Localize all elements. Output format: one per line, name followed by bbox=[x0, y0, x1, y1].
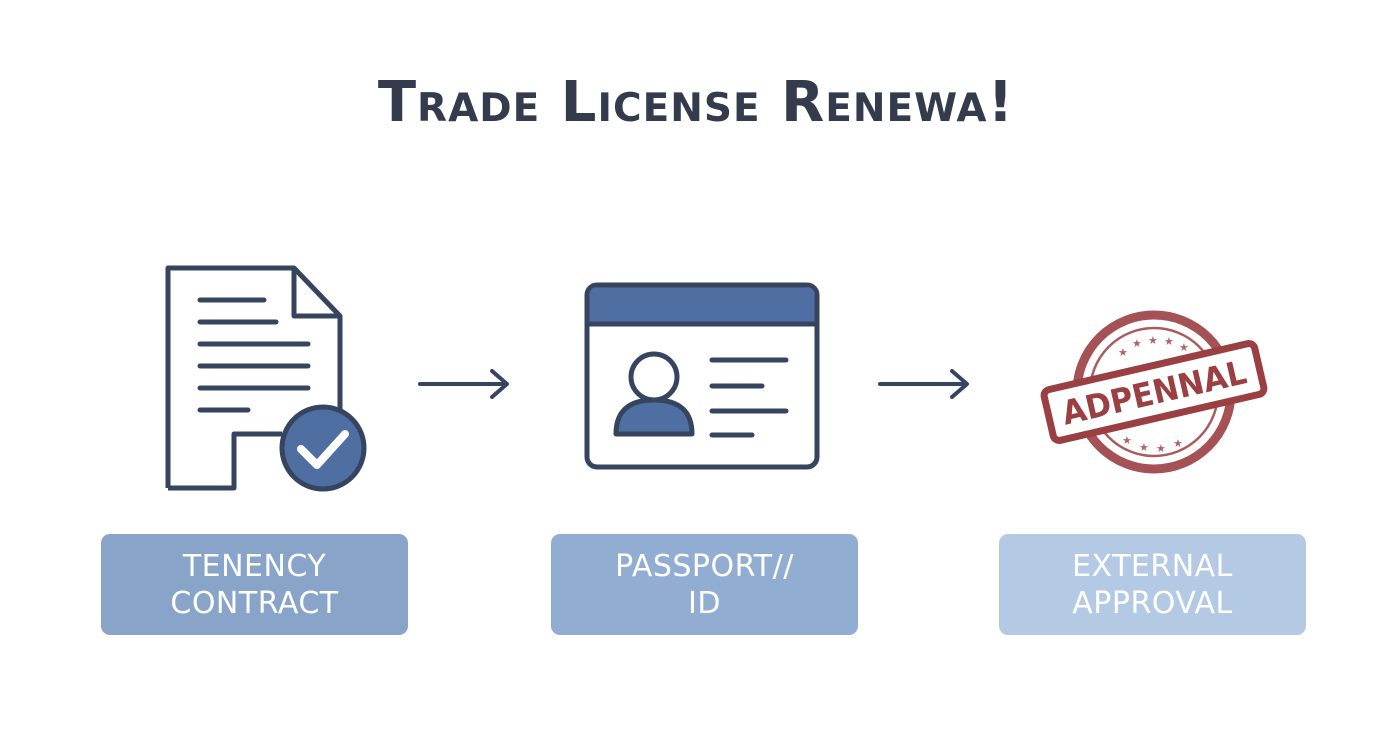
arrow-right-icon bbox=[878, 369, 969, 399]
svg-text:★: ★ bbox=[1132, 337, 1142, 350]
arrow-right-icon bbox=[418, 369, 509, 399]
label-line: ID bbox=[688, 585, 721, 621]
label-passport-id: PASSPORT// ID bbox=[551, 534, 858, 635]
label-line: EXTERNAL bbox=[1072, 548, 1233, 584]
svg-text:★: ★ bbox=[1173, 437, 1183, 450]
svg-text:★: ★ bbox=[1122, 434, 1132, 447]
svg-text:★: ★ bbox=[1139, 441, 1149, 454]
id-card-icon bbox=[584, 282, 820, 470]
approval-stamp-icon: ★ ★ ★ ★ ★ ★ ★ ★ ★ ADPENNAL bbox=[1040, 310, 1268, 474]
svg-text:★: ★ bbox=[1164, 335, 1174, 348]
label-tenancy-contract: TENENCY CONTRACT bbox=[101, 534, 408, 635]
svg-text:★: ★ bbox=[1118, 346, 1128, 359]
svg-text:★: ★ bbox=[1179, 341, 1189, 354]
document-check-icon bbox=[165, 265, 367, 492]
label-external-approval: EXTERNAL APPROVAL bbox=[999, 534, 1306, 635]
diagram-title: Trade License Renewa! bbox=[377, 70, 1015, 135]
label-line: CONTRACT bbox=[170, 585, 339, 621]
svg-text:★: ★ bbox=[1148, 334, 1158, 347]
svg-text:★: ★ bbox=[1156, 442, 1166, 455]
label-line: APPROVAL bbox=[1072, 585, 1233, 621]
label-line: TENENCY bbox=[182, 548, 327, 584]
label-line: PASSPORT// bbox=[615, 548, 794, 584]
